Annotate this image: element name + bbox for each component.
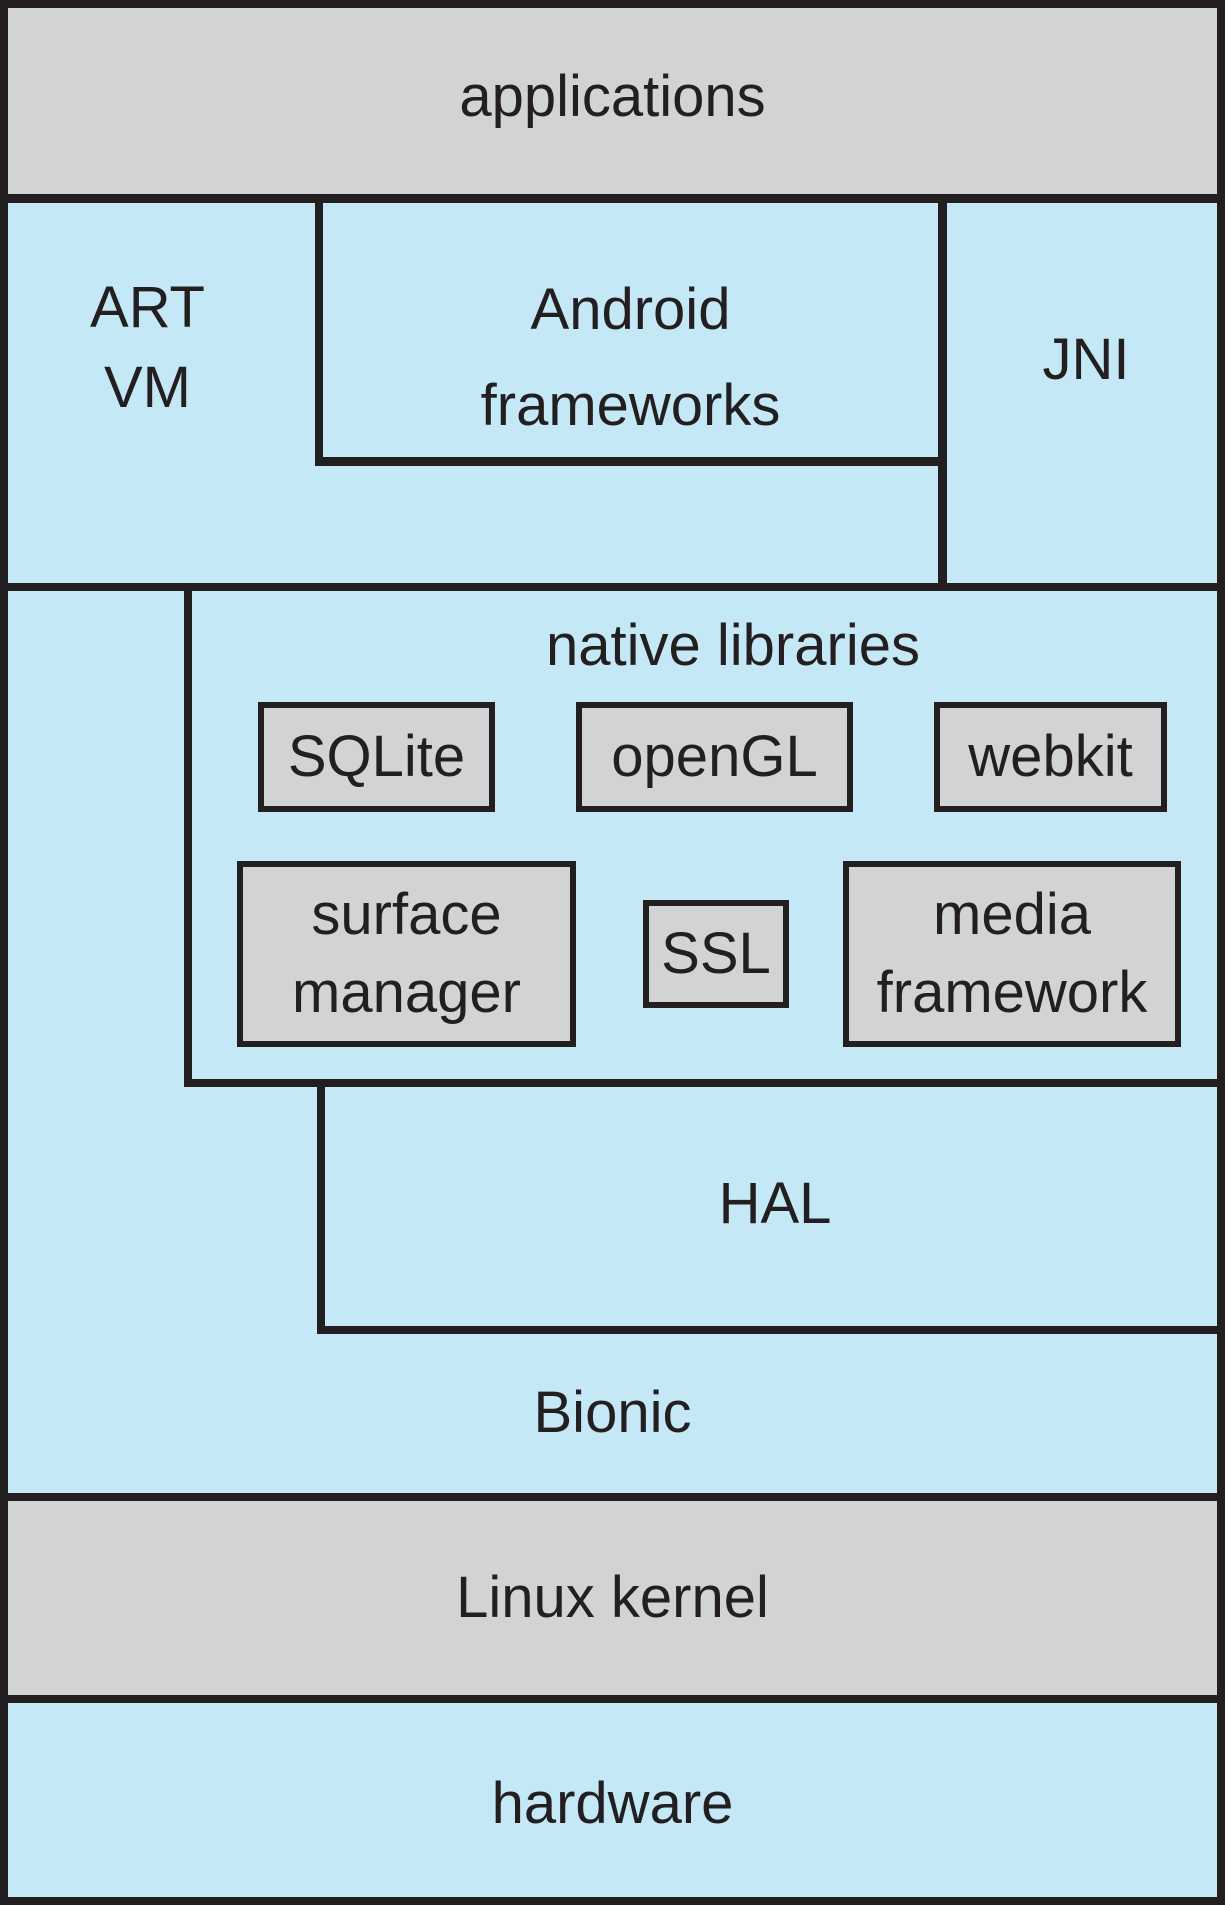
android-frameworks-label: Android frameworks	[480, 277, 781, 438]
opengl-label: openGL	[611, 723, 818, 789]
linux-kernel-label: Linux kernel	[456, 1564, 769, 1630]
media-framework-box: media framework	[843, 861, 1181, 1047]
media-framework-label: media framework	[876, 882, 1148, 1025]
jni-left-border-line	[938, 462, 947, 591]
native-libraries-title: native libraries	[546, 612, 920, 678]
android-frameworks-box: Android frameworks	[315, 203, 947, 466]
opengl-box: openGL	[576, 702, 853, 812]
surface-manager-box: surface manager	[237, 861, 576, 1047]
bionic-label: Bionic	[533, 1380, 692, 1446]
sqlite-box: SQLite	[258, 702, 495, 812]
sqlite-label: SQLite	[287, 723, 466, 789]
hal-box: HAL	[317, 1083, 1225, 1334]
hal-label: HAL	[718, 1171, 832, 1237]
jni-region: JNI	[947, 203, 1225, 591]
linux-kernel-layer: Linux kernel	[0, 1493, 1225, 1703]
hardware-label: hardware	[491, 1770, 734, 1836]
bionic-layer: Bionic	[0, 1334, 1225, 1493]
native-libraries-top-line	[0, 583, 1225, 591]
native-libraries-left-line	[184, 591, 192, 1079]
applications-layer: applications	[0, 0, 1225, 203]
jni-label: JNI	[1042, 326, 1130, 392]
webkit-box: webkit	[934, 702, 1167, 812]
applications-label: applications	[459, 63, 766, 129]
hardware-layer: hardware	[0, 1703, 1225, 1905]
art-vm-label: ART VM	[90, 275, 205, 420]
webkit-label: webkit	[968, 723, 1133, 789]
ssl-box: SSL	[643, 900, 789, 1008]
surface-manager-label: surface manager	[292, 882, 521, 1025]
art-vm-region: ART VM	[0, 203, 315, 583]
native-libraries-bottom-line	[184, 1079, 1225, 1087]
ssl-label: SSL	[661, 920, 771, 986]
